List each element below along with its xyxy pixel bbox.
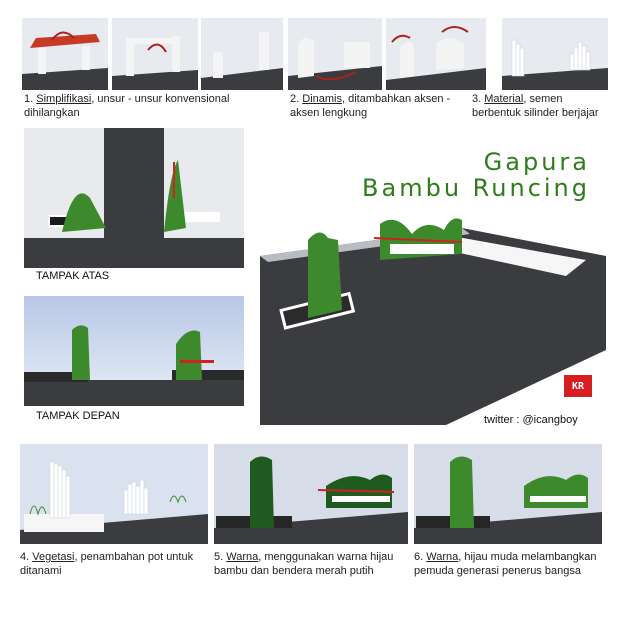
step1-panel-a bbox=[22, 18, 108, 90]
step1-caption: 1. Simplifikasi, unsur - unsur konvensio… bbox=[24, 93, 230, 119]
step3-panel bbox=[502, 18, 608, 90]
step4-panel bbox=[20, 444, 208, 544]
perspective-render bbox=[256, 210, 606, 425]
top-view-image bbox=[24, 128, 244, 268]
step2-panel-b bbox=[386, 18, 486, 90]
title-line2: Bambu Runcing bbox=[362, 174, 590, 202]
step5-caption: 5. Warna, menggunakan warna hijau bambu … bbox=[214, 551, 394, 577]
step5-panel bbox=[214, 444, 408, 544]
step2-caption: 2. Dinamis, ditambahkan aksen - aksen le… bbox=[290, 93, 451, 119]
step3-caption: 3. Material, semen berbentuk silinder be… bbox=[472, 93, 599, 119]
top-view-label: TAMPAK ATAS bbox=[36, 270, 110, 282]
step1-panel-b bbox=[112, 18, 198, 90]
twitter-credit: twitter : @icangboy bbox=[484, 414, 578, 426]
step6-panel bbox=[414, 444, 602, 544]
step6-caption: 6. Warna, hijau muda melambangkan pemuda… bbox=[414, 551, 597, 577]
author-logo-icon: KR bbox=[564, 375, 592, 397]
title-line1: Gapura bbox=[483, 148, 590, 176]
step4-caption: 4. Vegetasi, penambahan pot untuk ditana… bbox=[20, 551, 194, 577]
front-view-label: TAMPAK DEPAN bbox=[36, 410, 120, 422]
front-view-image bbox=[24, 296, 244, 406]
step2-panel bbox=[288, 18, 382, 90]
step1-panel-c bbox=[201, 18, 283, 90]
